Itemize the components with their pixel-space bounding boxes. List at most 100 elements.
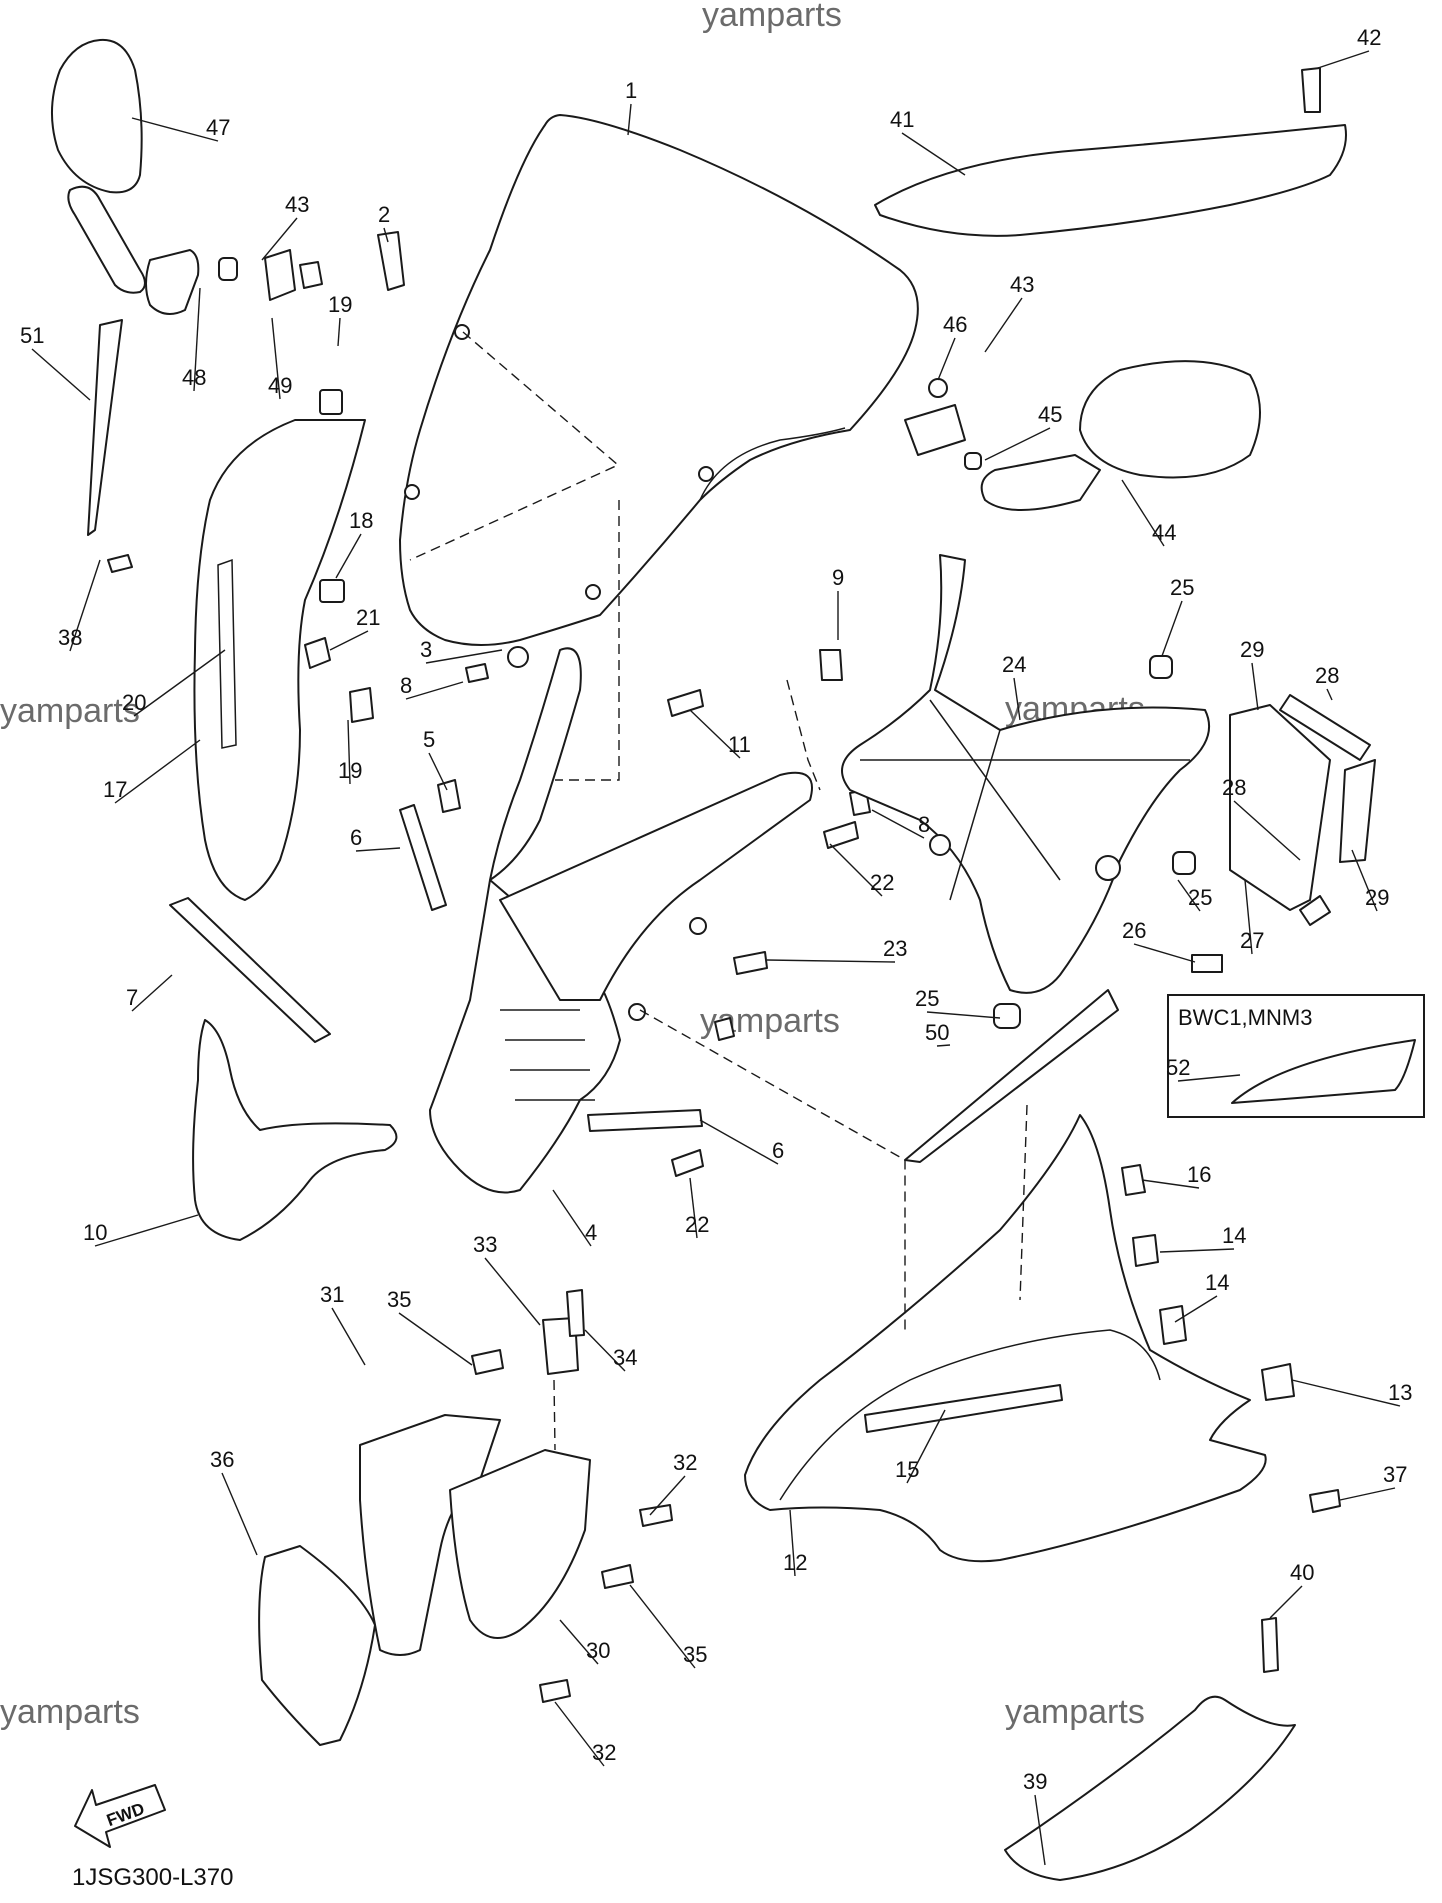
- callout-number: 42: [1357, 25, 1381, 50]
- callout-number: 50: [925, 1020, 949, 1045]
- callout-leader: [649, 1475, 686, 1516]
- callout-leader: [1244, 879, 1253, 955]
- callout-leader: [552, 1189, 592, 1247]
- callout-number: 36: [210, 1447, 234, 1472]
- callout-leader: [193, 287, 201, 392]
- left-mirror-stem: [67, 185, 146, 294]
- damper-pad: [465, 663, 489, 683]
- callout-leader: [331, 1307, 366, 1366]
- callout-number: 47: [206, 115, 230, 140]
- callout-labels: 1234566788910111213141415161718191920212…: [20, 25, 1412, 1866]
- callout-leader: [1233, 800, 1301, 861]
- callout-number: 52: [1166, 1055, 1190, 1080]
- callout-number: 30: [586, 1638, 610, 1663]
- callout-leader: [584, 1329, 626, 1372]
- callout-leader: [937, 337, 956, 381]
- side-panel-slot: [217, 558, 237, 749]
- callout-leader: [1351, 849, 1378, 912]
- callout-number: 29: [1365, 885, 1389, 910]
- callout-number: 35: [387, 1287, 411, 1312]
- bolt: [107, 554, 133, 573]
- callout-leader: [405, 681, 464, 700]
- callout-number: 46: [943, 312, 967, 337]
- bolt: [377, 231, 405, 291]
- windscreen-mount-hole: [454, 324, 470, 340]
- bolt: [1309, 1489, 1341, 1513]
- windscreen-edge: [699, 427, 846, 501]
- rubber-grommet: [993, 1003, 1021, 1029]
- callout-leader: [689, 1177, 698, 1239]
- callout-leader: [131, 117, 219, 142]
- callout-leader: [926, 1011, 1001, 1019]
- clip-nut: [319, 579, 345, 603]
- callout-number: 25: [1188, 885, 1212, 910]
- callout-number: 15: [895, 1457, 919, 1482]
- callout-number: 25: [915, 986, 939, 1011]
- callout-leader: [484, 1257, 541, 1326]
- front-cowl-stay: [841, 554, 1210, 994]
- callout-leader: [901, 132, 966, 176]
- callout-number: 11: [728, 732, 751, 757]
- fairing-inner-line: [779, 1329, 1161, 1501]
- rubber-grommet: [1149, 655, 1173, 679]
- callout-number: 17: [103, 777, 127, 802]
- callout-number: 19: [328, 292, 352, 317]
- assembly-line: [1019, 1104, 1028, 1301]
- seal-strip: [399, 804, 447, 911]
- callout-number: 32: [592, 1740, 616, 1765]
- duct-seal: [1299, 895, 1331, 926]
- clip-nut: [319, 389, 343, 415]
- stay-hole: [628, 1003, 646, 1021]
- callout-leader: [766, 959, 896, 963]
- callout-leader: [383, 227, 389, 243]
- callout-leader: [355, 847, 401, 852]
- callout-number: 43: [285, 192, 309, 217]
- callout-number: 43: [1010, 272, 1034, 297]
- callout-number: 3: [420, 637, 432, 662]
- forward-arrow-icon: [74, 1784, 166, 1848]
- mirror-spacer: [218, 257, 238, 281]
- callout-number: 26: [1122, 918, 1146, 943]
- callout-number: 16: [1187, 1162, 1211, 1187]
- duct-gasket: [1339, 759, 1376, 863]
- stay-bushing-hole: [1095, 855, 1121, 881]
- callout-leader: [1317, 50, 1370, 69]
- damper-pad: [471, 1349, 504, 1375]
- callout-leader: [31, 348, 91, 401]
- fairing-seal: [864, 1384, 1063, 1433]
- fairing-decal: [904, 989, 1119, 1163]
- callout-leader: [871, 809, 925, 839]
- damper-pad: [437, 779, 461, 813]
- callout-leader: [789, 1509, 796, 1577]
- callout-leader: [271, 317, 281, 400]
- callout-leader: [335, 533, 362, 579]
- grommet: [304, 637, 331, 669]
- callout-number: 40: [1290, 1560, 1314, 1585]
- callout-number: 33: [473, 1232, 497, 1257]
- lower-bracket-right: [449, 1449, 591, 1639]
- fairing-clip: [1121, 1164, 1146, 1196]
- assembly-line: [555, 500, 620, 781]
- callout-number: 32: [673, 1450, 697, 1475]
- callout-number: 12: [783, 1550, 807, 1575]
- callout-leader: [1251, 662, 1259, 711]
- bolt: [733, 951, 768, 975]
- callout-leader: [689, 709, 741, 759]
- duct-seal: [1279, 694, 1371, 761]
- callout-leader: [221, 1472, 258, 1556]
- windscreen-mount-hole: [585, 584, 601, 600]
- windscreen-mount-hole: [698, 466, 714, 482]
- callout-number: 35: [683, 1642, 707, 1667]
- callout-number: 25: [1170, 575, 1194, 600]
- left-mirror-base: [145, 249, 200, 315]
- callout-leader: [428, 752, 448, 791]
- assembly-line: [786, 679, 821, 791]
- callout-leader: [906, 1409, 946, 1484]
- decal-strip: [87, 319, 123, 536]
- callout-number: 27: [1240, 928, 1264, 953]
- upper-cover-panel: [874, 124, 1347, 237]
- right-mirror-stem: [980, 454, 1101, 511]
- windscreen-mount-hole: [404, 484, 420, 500]
- mirror-spacer: [964, 452, 982, 470]
- bolt: [671, 1149, 704, 1177]
